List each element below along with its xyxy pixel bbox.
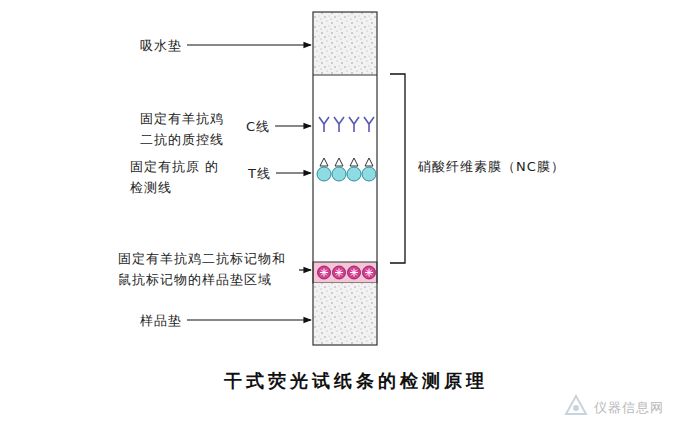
- absorbent-pad: [313, 12, 377, 75]
- line-name: T线: [248, 163, 271, 184]
- sample-pad: [313, 283, 377, 345]
- strip-outline: [313, 12, 377, 345]
- antigen-triangle: [365, 158, 373, 166]
- labelled-conjugates: [318, 266, 376, 279]
- membrane-label: 硝酸纤维素膜（NC膜）: [418, 156, 565, 177]
- star-stroke: [351, 270, 357, 276]
- conjugate-pad: [313, 262, 377, 283]
- goat-anti-chicken-antibody: [319, 117, 329, 132]
- watermark-icon: [566, 396, 586, 414]
- part-label: 样品垫: [140, 310, 182, 331]
- leader-arrow: [187, 44, 311, 45]
- part-description: 固定有羊抗鸡 二抗的质控线: [140, 108, 238, 150]
- star-stroke: [321, 270, 327, 276]
- c-line-antibodies: [319, 117, 374, 132]
- labelled-conjugate: [318, 266, 331, 279]
- leader-arrow: [187, 319, 311, 320]
- line-name: C线: [246, 116, 270, 137]
- pad-border: [313, 75, 377, 76]
- leader-arrow: [275, 125, 311, 126]
- antigen-bead: [362, 167, 376, 181]
- antigen-bead: [332, 167, 346, 181]
- leader-arrow: [276, 172, 311, 173]
- membrane-bracket: [390, 74, 405, 263]
- t-line-antigens: [317, 158, 376, 181]
- leader-arrow: [299, 269, 311, 270]
- goat-anti-chicken-antibody: [364, 117, 374, 132]
- labelled-conjugate: [348, 266, 361, 279]
- antigen-triangle: [320, 158, 328, 166]
- caption: 干式荧光试纸条的检测原理: [224, 370, 488, 391]
- nc-membrane: [313, 75, 377, 262]
- antigen-bead: [347, 167, 361, 181]
- goat-anti-chicken-antibody: [349, 117, 359, 132]
- star-stroke: [366, 270, 372, 276]
- antigen-bead: [317, 167, 331, 181]
- star-stroke: [336, 270, 342, 276]
- labelled-conjugate: [363, 266, 376, 279]
- watermark: 仪器信息网: [594, 397, 664, 418]
- goat-anti-chicken-antibody: [334, 117, 344, 132]
- antigen-triangle: [350, 158, 358, 166]
- labelled-conjugate: [333, 266, 346, 279]
- antigen-triangle: [335, 158, 343, 166]
- part-description: 固定有羊抗鸡二抗标记物和 鼠抗标记物的样品垫区域: [118, 248, 294, 290]
- part-description: 固定有抗原 的检测线: [130, 156, 222, 198]
- test-strip: [313, 12, 377, 345]
- part-label: 吸水垫: [140, 35, 182, 56]
